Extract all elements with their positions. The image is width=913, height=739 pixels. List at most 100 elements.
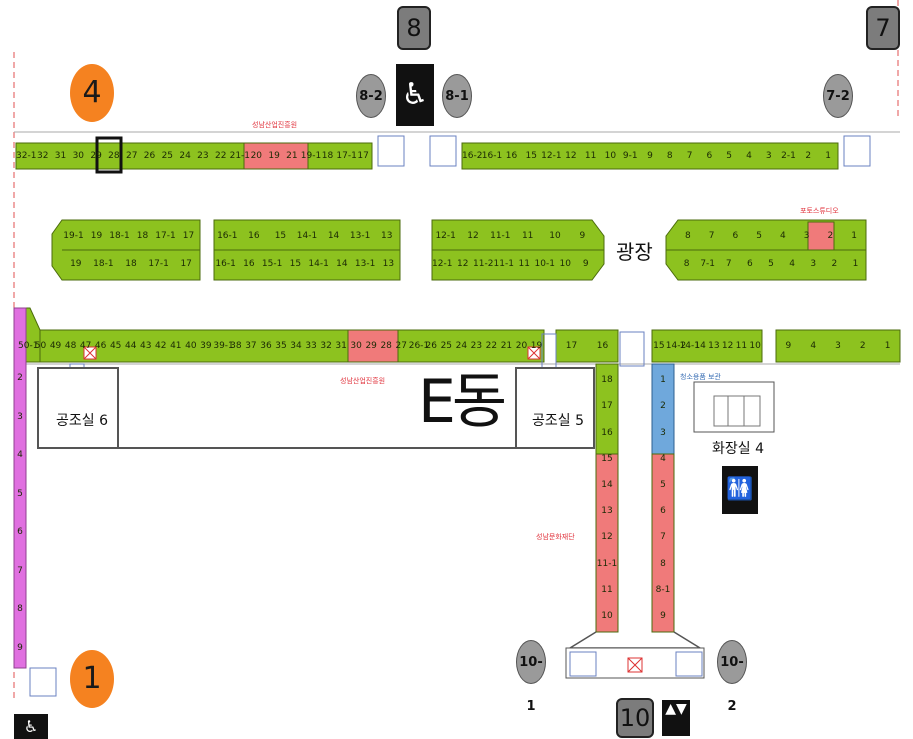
stall-mid[interactable]: 26 [425,341,437,351]
stall-col-far-left[interactable]: 3 [17,411,23,422]
stall-island-1[interactable]: 17-1 [148,259,169,269]
stall-mid[interactable]: 14 [694,341,706,351]
stall-island-4[interactable]: 2 [827,231,834,241]
stall-col-right[interactable]: 5 [660,479,666,490]
stall-mid[interactable]: 26-1 [408,341,430,351]
stall-island-2[interactable]: 15 [274,231,287,241]
stall-island-4[interactable]: 3 [810,259,817,269]
stall-top-right[interactable]: 11 [584,151,597,161]
stall-top-left[interactable]: 28 [108,151,120,161]
stall-col-right[interactable]: 7 [660,532,666,543]
stall-island-1[interactable]: 17 [180,259,192,269]
stall-top-left[interactable]: 32 [36,151,49,161]
stall-col-right[interactable]: 2 [660,401,666,412]
gate-7-2-badge[interactable]: 7-2 [823,74,853,118]
stall-top-left[interactable]: 24 [179,151,191,161]
stall-mid[interactable]: 1 [884,341,891,351]
stall-island-4[interactable]: 1 [852,259,859,269]
stall-mid[interactable]: 50-1 [18,341,39,351]
stall-island-4[interactable]: 2 [831,259,838,269]
stall-island-3[interactable]: 12 [457,259,469,269]
gate-8-2-badge[interactable]: 8-2 [356,74,386,118]
stall-island-1[interactable]: 19 [90,231,103,241]
stall-col-far-left[interactable]: 8 [17,604,23,615]
entrance-4-badge[interactable]: 4 [70,64,114,122]
stall-top-right[interactable]: 6 [706,151,713,161]
stall-mid[interactable]: 29 [365,341,377,351]
stall-mid[interactable]: 46 [94,341,107,351]
stall-mid[interactable]: 49 [49,341,62,351]
stall-island-2[interactable]: 15 [289,259,302,269]
stall-island-4[interactable]: 7 [708,231,715,241]
stall-top-right[interactable]: 8 [666,151,673,161]
gate-10-badge[interactable]: 10 [616,698,654,738]
stall-col-left[interactable]: 15 [601,453,613,464]
stall-top-left[interactable]: 20 [250,151,263,161]
stall-island-1[interactable]: 18 [136,231,149,241]
stall-col-left[interactable]: 12 [601,532,613,543]
stall-top-left[interactable]: 31 [54,151,67,161]
stall-island-4[interactable]: 4 [789,259,795,269]
stall-col-left[interactable]: 10 [601,610,613,621]
stall-island-4[interactable]: 8 [683,259,690,269]
stall-mid[interactable]: 32 [320,341,332,351]
stall-col-right[interactable]: 9 [660,610,666,621]
stall-top-left[interactable]: 17 [357,151,369,161]
stall-col-right[interactable]: 8-1 [655,584,671,595]
stall-mid[interactable]: 10 [749,341,761,351]
stall-mid[interactable]: 15 [653,341,665,351]
stall-island-2[interactable]: 14-1 [296,231,318,241]
stall-mid[interactable]: 3 [835,341,841,351]
stall-top-right[interactable]: 2-1 [781,151,796,161]
stall-col-right[interactable]: 8 [660,558,666,569]
stall-island-2[interactable]: 14-1 [308,259,329,269]
stall-mid[interactable]: 14-1 [679,341,700,351]
stall-mid[interactable]: 30 [350,341,362,351]
stall-top-left[interactable]: 18 [321,151,334,161]
stall-top-right[interactable]: 7 [686,151,693,161]
stall-top-right[interactable]: 16 [505,151,518,161]
stall-mid[interactable]: 17 [565,341,578,351]
stall-col-far-left[interactable]: 9 [17,642,23,653]
stall-mid[interactable]: 38 [230,341,242,351]
stall-mid[interactable]: 16 [596,341,609,351]
stall-mid[interactable]: 20 [515,341,528,351]
stall-mid[interactable]: 14-2 [665,341,687,351]
stall-island-4[interactable]: 8 [685,231,691,241]
stall-island-4[interactable]: 5 [768,259,774,269]
gate-7-badge[interactable]: 7 [866,6,900,50]
stall-top-left[interactable]: 32-1 [16,151,37,161]
stall-top-right[interactable]: 16-1 [481,151,503,161]
stall-col-right[interactable]: 1 [660,375,666,386]
gate-8-1-badge[interactable]: 8-1 [442,74,472,118]
stall-mid[interactable]: 24 [455,341,468,351]
stall-island-3[interactable]: 12 [467,231,479,241]
stall-col-left[interactable]: 17 [601,401,613,412]
stall-mid[interactable]: 22 [485,341,498,351]
stall-mid[interactable]: 31 [335,341,347,351]
stall-island-2[interactable]: 14 [336,259,348,269]
stall-island-2[interactable]: 16 [248,231,260,241]
stall-top-right[interactable]: 1 [825,151,831,161]
stall-top-right[interactable]: 12-1 [541,151,562,161]
stall-col-left[interactable]: 13 [601,506,613,517]
stall-island-4[interactable]: 7-1 [700,259,716,269]
stall-mid[interactable]: 40 [185,341,197,351]
stall-island-1[interactable]: 17 [182,231,195,241]
stall-island-2[interactable]: 15-1 [261,259,283,269]
stall-island-3[interactable]: 10-1 [534,259,555,269]
stall-col-far-left[interactable]: 4 [17,450,23,461]
stall-top-left[interactable]: 25 [161,151,174,161]
stall-top-right[interactable]: 5 [726,151,732,161]
stall-top-right[interactable]: 9 [647,151,653,161]
stall-col-left[interactable]: 14 [601,479,613,490]
stall-island-3[interactable]: 9 [579,231,586,241]
gate-10-2-badge[interactable]: 10-2 [717,640,747,714]
stall-island-2[interactable]: 13 [382,259,395,269]
stall-top-right[interactable]: 15 [525,151,537,161]
stall-mid[interactable]: 9 [785,341,792,351]
stall-island-3[interactable]: 12-1 [432,259,453,269]
stall-top-right[interactable]: 4 [746,151,752,161]
stall-mid[interactable]: 36 [260,341,272,351]
stall-top-left[interactable]: 19-1 [300,151,322,161]
